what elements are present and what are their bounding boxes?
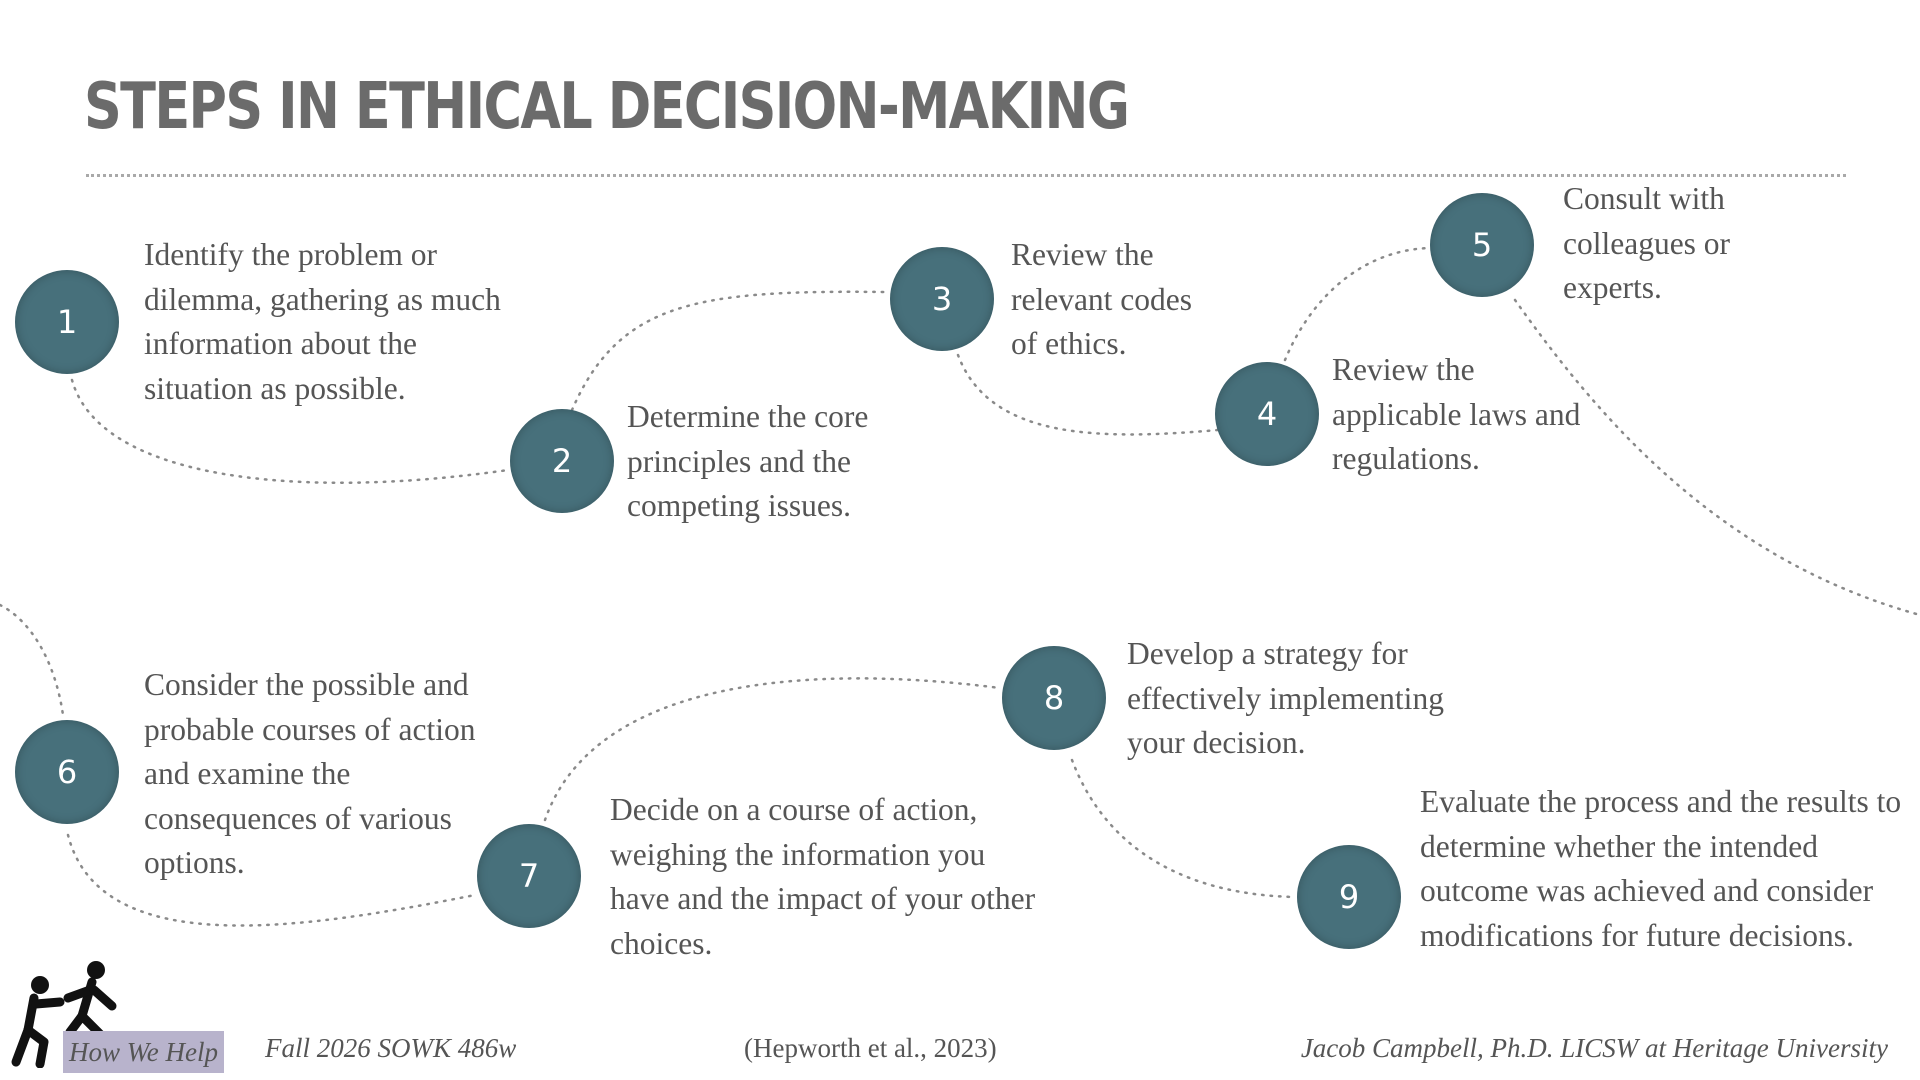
title-divider	[86, 174, 1846, 177]
connector-entry-6	[0, 603, 65, 717]
step-9-text: Evaluate the process and the results to …	[1420, 784, 1902, 953]
step-7-number: 7	[518, 857, 540, 895]
step-3-number: 3	[931, 280, 953, 318]
step-5-number: 5	[1471, 226, 1493, 264]
step-3-text: Review the relevant codes of ethics.	[1011, 237, 1193, 361]
two-people-helping-icon	[11, 961, 123, 1068]
connector-2-3	[570, 290, 890, 412]
step-6-number: 6	[56, 753, 78, 791]
brand-label: How We Help	[63, 1031, 224, 1073]
connector-4-5	[1283, 246, 1432, 362]
step-5-text: Consult with colleagues or experts.	[1563, 181, 1731, 305]
step-1-text: Identify the problem or dilemma, gatheri…	[144, 237, 501, 406]
connector-7-8	[543, 677, 1002, 822]
step-7-circle: 7	[477, 824, 581, 928]
connector-1-2	[70, 378, 510, 484]
step-4-text: Review the applicable laws and regulatio…	[1332, 352, 1581, 476]
step-8-number: 8	[1043, 679, 1065, 717]
step-8-text: Develop a strategy for effectively imple…	[1127, 636, 1444, 760]
step-9-circle: 9	[1297, 845, 1401, 949]
citation: (Hepworth et al., 2023)	[744, 1033, 997, 1063]
connector-8-9	[1070, 758, 1297, 899]
author-credit: Jacob Campbell, Ph.D. LICSW at Heritage …	[1300, 1033, 1888, 1063]
step-2-text: Determine the core principles and the co…	[627, 399, 869, 523]
step-5-circle: 5	[1430, 193, 1534, 297]
step-6-text: Consider the possible and probable cours…	[144, 667, 476, 880]
step-4-circle: 4	[1215, 362, 1319, 466]
course-label: Fall 2026 SOWK 486w	[265, 1033, 517, 1063]
connector-6-7	[66, 833, 477, 927]
page-title: STEPS IN ETHICAL DECISION-MAKING	[84, 70, 1130, 144]
step-1-circle: 1	[15, 270, 119, 374]
step-1-number: 1	[56, 303, 78, 341]
step-9-number: 9	[1338, 878, 1360, 916]
connector-3-4	[956, 353, 1220, 436]
step-2-number: 2	[551, 442, 573, 480]
step-8-circle: 8	[1002, 646, 1106, 750]
step-4-number: 4	[1256, 395, 1278, 433]
step-2-circle: 2	[510, 409, 614, 513]
step-3-circle: 3	[890, 247, 994, 351]
step-6-circle: 6	[15, 720, 119, 824]
step-7-text: Decide on a course of action, weighing t…	[610, 792, 1036, 961]
